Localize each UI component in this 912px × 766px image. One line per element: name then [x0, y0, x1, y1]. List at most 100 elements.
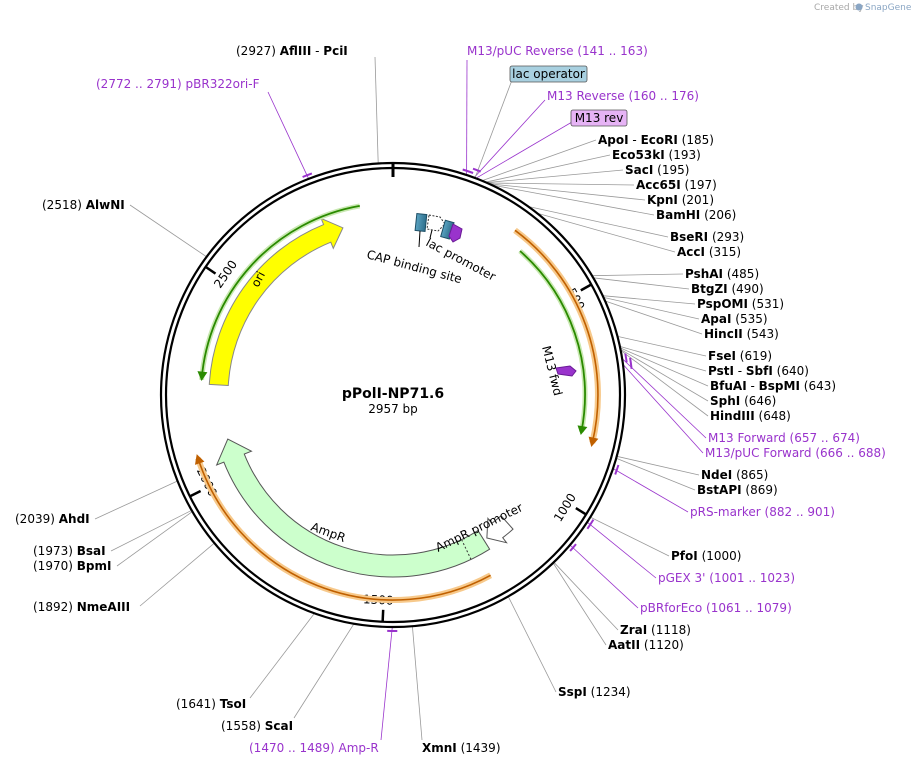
site-pos: (1892)	[33, 600, 73, 614]
site-pos: (1000)	[702, 549, 742, 563]
site-pos: (2039)	[15, 512, 55, 526]
site-name2: SbfI	[746, 364, 773, 378]
site-pos: (485)	[727, 267, 759, 281]
site-pos: (195)	[657, 163, 689, 177]
site-pos: (543)	[747, 327, 779, 341]
m13puc-rev-primer-mark	[462, 168, 474, 174]
site-pos: (193)	[669, 148, 701, 162]
site-name: Eco53kI	[612, 148, 665, 162]
leader-line-ahdi	[94, 480, 178, 520]
m13-rev-primer-mark	[472, 167, 482, 173]
site-pos: (206)	[704, 208, 736, 222]
site-name: BamHI	[656, 208, 700, 222]
site-pos: (1439)	[461, 741, 501, 755]
site-pos: (1970)	[33, 559, 73, 573]
site-label-sphi: SphI (646)	[710, 394, 776, 408]
site-label-acc65i: Acc65I (197)	[636, 178, 717, 192]
lac-operator-box: lac operator	[509, 65, 588, 83]
ampr-promoter-arrow	[486, 515, 514, 544]
lac-region-features	[414, 212, 463, 248]
leader-line-apoi	[481, 139, 597, 182]
site-name2: BspMI	[759, 379, 800, 393]
site-label-nmeaiii: (1892) NmeAIII	[33, 600, 130, 614]
site-name: BseRI	[670, 230, 708, 244]
leader-line-m13puc-fwd	[622, 364, 704, 454]
brand-name: SnapGene	[865, 3, 912, 13]
site-label-bfuai: BfuAI - BspMI (643)	[710, 379, 836, 393]
site-sep: -	[629, 133, 641, 147]
feature-arcs	[194, 203, 601, 604]
leader-line-pspomi	[602, 295, 696, 305]
site-pos: (648)	[759, 409, 791, 423]
cap-leader	[418, 230, 421, 248]
leader-line-acc65i	[487, 182, 635, 186]
leader-line-bstapi	[616, 457, 696, 491]
plasmid-size: 2957 bp	[368, 402, 418, 416]
site-label-scai: (1558) ScaI	[221, 719, 293, 733]
leader-line-acci	[536, 212, 676, 253]
site-name: pBRforEco	[640, 601, 702, 615]
leader-line-xmni	[412, 626, 423, 741]
site-name: ZraI	[620, 623, 647, 637]
site-label-prs: pRS-marker (882 .. 901)	[690, 505, 835, 519]
site-label-kpni: KpnI (201)	[647, 193, 714, 207]
site-name: KpnI	[647, 193, 678, 207]
leader-line-aatii	[552, 562, 607, 646]
m13-line-halo	[518, 249, 588, 433]
site-label-m13-rev: M13 Reverse (160 .. 176)	[547, 89, 699, 103]
m13-line	[519, 250, 586, 432]
site-name: PshAI	[685, 267, 723, 281]
scale-tick	[580, 283, 592, 292]
site-label-pbr322: (2772 .. 2791) pBR322ori-F	[96, 77, 260, 91]
site-label-psti: PstI - SbfI (640)	[708, 364, 809, 378]
site-label-eco53ki: Eco53kI (193)	[612, 148, 701, 162]
site-name: BstAPI	[697, 483, 742, 497]
leader-line-ndei	[616, 455, 700, 476]
leader-line-tsoi	[249, 613, 315, 699]
site-label-apoi: ApoI - EcoRI (185)	[598, 133, 714, 147]
ori-line-stroke	[200, 205, 360, 380]
site-pos: (293)	[712, 230, 744, 244]
site-name: PstI	[708, 364, 734, 378]
site-label-tsoi: (1641) TsoI	[176, 697, 246, 711]
site-name: M13/pUC Forward	[705, 446, 812, 460]
orf-bottom-line	[197, 458, 491, 601]
scale-tick	[575, 507, 587, 516]
leader-line-zrai	[553, 561, 619, 631]
site-name: HindIII	[710, 409, 755, 423]
site-label-m13-fwd: M13 Forward (657 .. 674)	[708, 431, 860, 445]
site-pos: (1470 .. 1489)	[249, 741, 335, 755]
site-name: M13/pUC Reverse	[467, 44, 574, 58]
site-name: pGEX 3'	[658, 571, 705, 585]
primer-marks	[302, 167, 633, 633]
site-pos: (1641)	[176, 697, 216, 711]
site-name: M13 Reverse	[547, 89, 625, 103]
leader-line-m13-rev	[473, 99, 546, 178]
site-labels: (2927) AflIII - PciI(2772 .. 2791) pBR32…	[15, 44, 886, 755]
leader-line-apai	[603, 297, 700, 320]
leader-line-hindiii	[620, 349, 709, 417]
site-label-ndei: NdeI (865)	[701, 468, 768, 482]
leader-line-pbrforeco	[569, 544, 639, 609]
site-name: ScaI	[265, 719, 293, 733]
leader-line-pbr322	[267, 91, 310, 180]
leader-line-bseri	[528, 206, 669, 238]
site-name: NmeAIII	[77, 600, 130, 614]
site-pos: (2772 .. 2791)	[96, 77, 182, 91]
leader-line-pgex	[586, 521, 657, 579]
site-pos: (141 .. 163)	[577, 44, 647, 58]
site-name: Acc65I	[636, 178, 681, 192]
pbrforeco-primer-mark	[569, 543, 577, 552]
leader-line-ampr-primer	[380, 626, 393, 741]
site-label-hindiii: HindIII (648)	[710, 409, 791, 423]
site-pos: (882 .. 901)	[765, 505, 835, 519]
site-label-alwni: (2518) AlwNI	[42, 198, 125, 212]
leader-line-prs	[612, 468, 689, 513]
site-label-pshai: PshAI (485)	[685, 267, 759, 281]
site-pos: (869)	[745, 483, 777, 497]
orf-right-line	[514, 229, 599, 443]
site-pos: (666 .. 688)	[815, 446, 885, 460]
lac-operator-box-bg	[509, 65, 588, 83]
site-pos: (315)	[709, 245, 741, 259]
site-pos: (2927)	[236, 44, 276, 58]
